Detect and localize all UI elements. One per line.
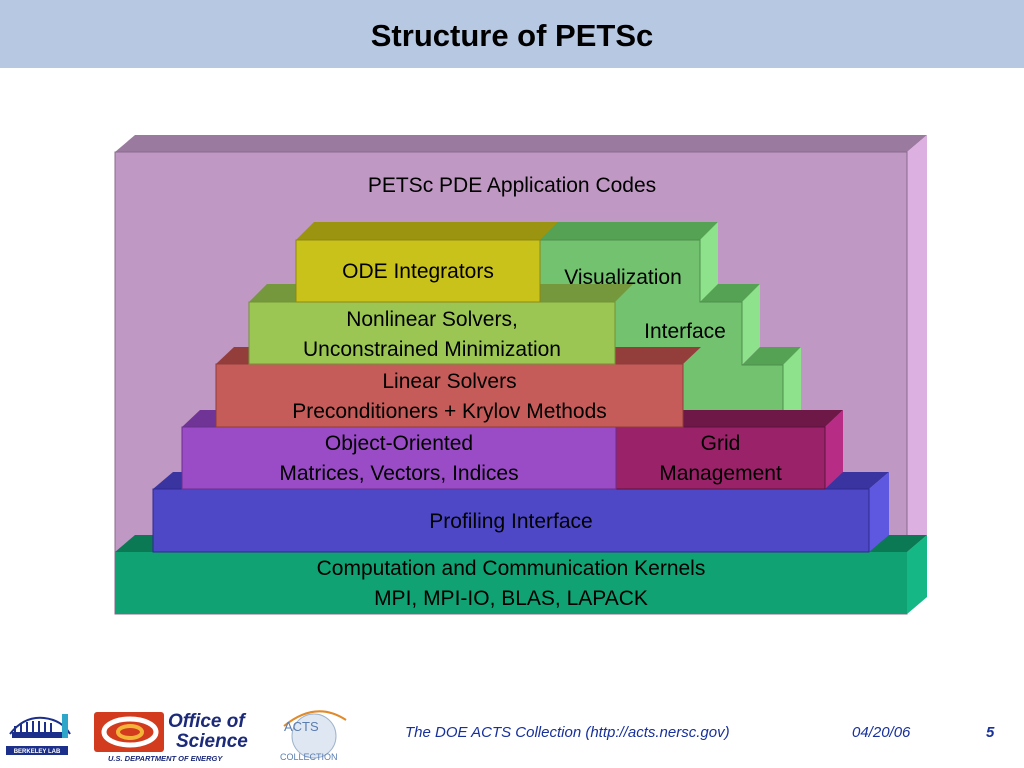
linear-solvers-label-line2: Preconditioners + Krylov Methods [292,400,607,423]
application-layer-label: PETSc PDE Application Codes [367,174,657,197]
nonlinear-solvers-label-line2: Unconstrained Minimization [303,338,561,361]
linear-solvers-label-line1: Linear Solvers [382,370,517,393]
object-oriented-label-line1: Object-Oriented [324,432,474,455]
acts-collection-logo: ACTS COLLECTION [276,706,352,766]
doe-text: U.S. DEPARTMENT OF ENERGY [108,754,223,763]
nonlinear-solvers-label-line1: Nonlinear Solvers, [346,308,518,331]
office-of-science-text-2: Science [176,731,248,752]
title-bar [0,0,1024,68]
acts-globe-icon [283,710,347,759]
kernels-label-line2: MPI, MPI-IO, BLAS, LAPACK [374,587,648,610]
grid-management-label-line1: Grid [700,432,741,455]
kernels-label-line1: Computation and Communication Kernels [316,557,706,580]
berkeley-lab-logo: BERKELEY LAB [6,714,71,755]
interface-label: Interface [644,320,726,343]
profiling-interface-label: Profiling Interface [429,510,593,533]
office-of-science-logo: Office of Science U.S. DEPARTMENT OF ENE… [94,712,270,766]
object-oriented-label-line2: Matrices, Vectors, Indices [279,462,519,485]
slide-title: Structure of PETSc [370,18,654,53]
grid-management-label-line2: Management [659,462,782,485]
acts-text: ACTS [284,719,319,734]
collection-text: COLLECTION [280,752,338,762]
office-of-science-text-1: Office of [168,711,245,732]
visualization-label: Visualization [564,266,682,289]
page-number: 5 [986,724,995,741]
footer-date: 04/20/06 [852,724,911,741]
ode-integrators-box [295,222,558,303]
doe-swirl-icon [94,712,164,752]
footer-caption: The DOE ACTS Collection (http://acts.ner… [405,724,730,741]
ode-integrators-label: ODE Integrators [342,260,494,283]
svg-text:BERKELEY LAB: BERKELEY LAB [14,749,61,755]
